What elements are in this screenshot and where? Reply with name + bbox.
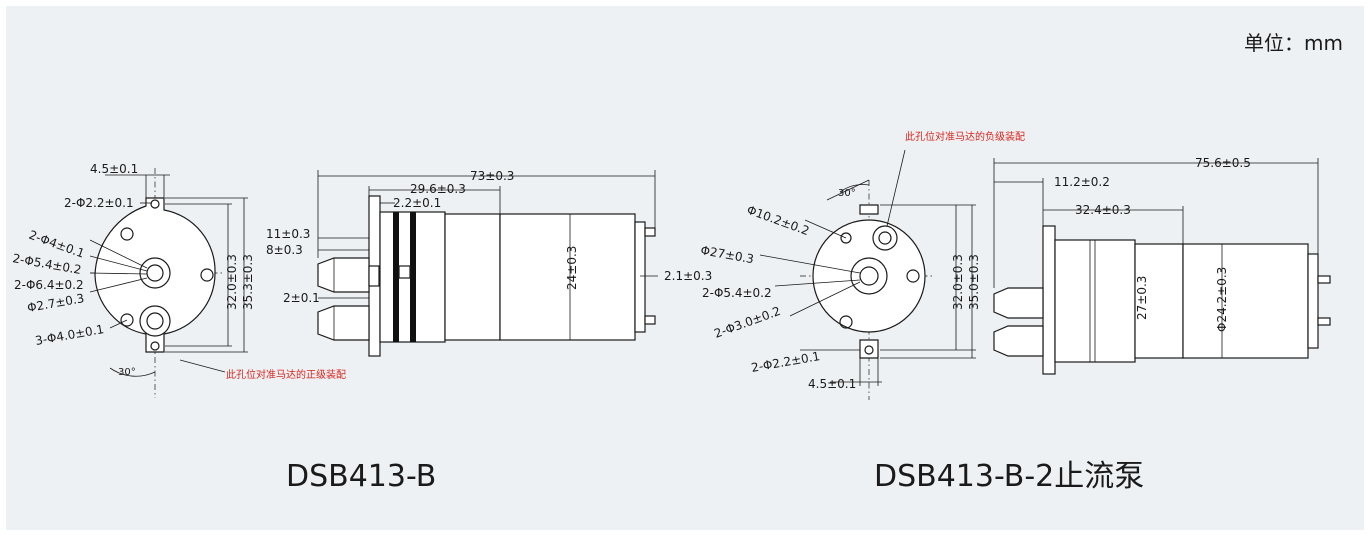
model-label-left: DSB413-B <box>286 459 436 494</box>
dim-3-phi4: 3-Φ4.0±0.1 <box>34 322 105 348</box>
dim-right-height-32: 32.0±0.3 <box>951 254 965 310</box>
dim-nozzle-8: 8±0.3 <box>266 243 303 257</box>
dim-holes-2-2: 2-Φ2.2±0.1 <box>64 196 134 210</box>
dim-right-2-phi5-4: 2-Φ5.4±0.2 <box>702 286 772 300</box>
dim-phi10-2: Φ10.2±0.2 <box>745 203 811 238</box>
dim-diameter-24: 24±0.3 <box>565 246 579 290</box>
dim-terminal-2-1: 2.1±0.3 <box>664 269 712 283</box>
dim-right-2-phi2-2: 2-Φ2.2±0.1 <box>750 349 821 375</box>
dim-height-35-3: 35.3±0.3 <box>241 254 255 310</box>
right-assembly-note: 此孔位对准马达的负级装配 <box>905 130 1025 143</box>
dim-nozzle-11: 11±0.3 <box>266 227 310 241</box>
left-side-view <box>317 170 658 357</box>
dim-top-width: 4.5±0.1 <box>90 162 138 176</box>
model-label-right: DSB413-B-2止流泵 <box>874 459 1144 494</box>
dim-plate-2-2: 2.2±0.1 <box>393 196 441 210</box>
dim-head-29-6: 29.6±0.3 <box>410 182 466 196</box>
unit-label: 单位：mm <box>1244 31 1343 55</box>
left-assembly-note: 此孔位对准马达的正级装配 <box>226 368 346 381</box>
dim-phi2-7: Φ2.7±0.3 <box>26 291 85 315</box>
dim-2-phi6-4: 2-Φ6.4±0.2 <box>14 278 84 292</box>
dim-phi27: Φ27±0.3 <box>699 243 754 266</box>
dim-32-4: 32.4±0.3 <box>1075 203 1131 217</box>
dim-angle-30-right: 30° <box>838 188 856 199</box>
dim-right-width-4-5: 4.5±0.1 <box>808 377 856 391</box>
dim-right-27: 27±0.3 <box>1135 276 1149 320</box>
dim-right-total-75-6: 75.6±0.5 <box>1195 156 1251 170</box>
dim-angle-30: 30° <box>118 367 136 378</box>
dim-11-2: 11.2±0.2 <box>1054 175 1110 189</box>
left-front-view <box>89 168 248 398</box>
dim-nozzle-2: 2±0.1 <box>283 291 320 305</box>
dim-total-73: 73±0.3 <box>470 169 514 183</box>
dim-2-phi3: 2-Φ3.0±0.2 <box>712 304 782 341</box>
right-front-view <box>759 149 976 400</box>
right-side-view <box>993 158 1331 375</box>
dim-phi24-2: Φ24.2±0.3 <box>1215 267 1229 332</box>
dim-right-height-35: 35.0±0.3 <box>967 254 981 310</box>
dim-height-32: 32.0±0.3 <box>225 254 239 310</box>
